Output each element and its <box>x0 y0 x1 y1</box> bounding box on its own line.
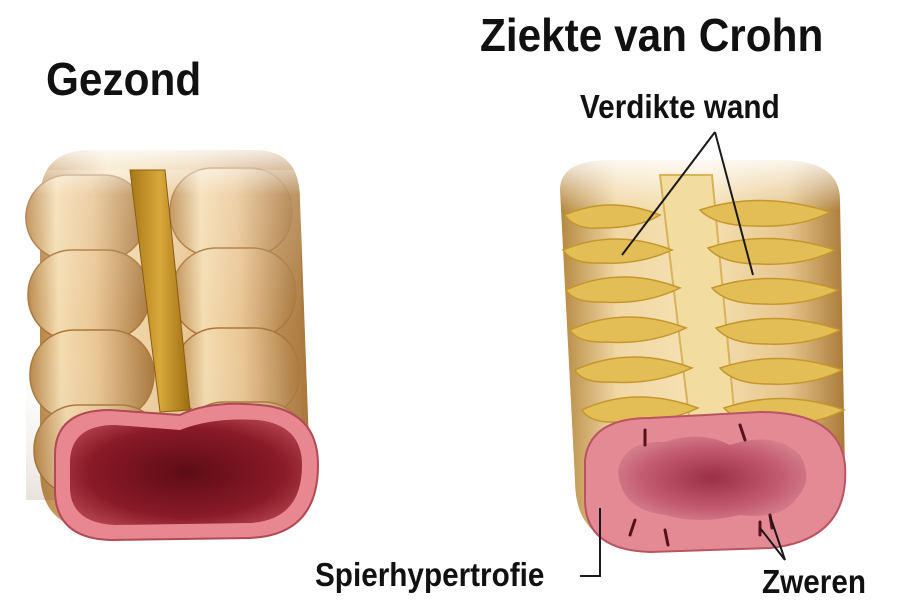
crohn-colon <box>550 150 850 552</box>
ulcers-label: Zweren <box>762 563 866 601</box>
thickened-wall-label: Verdikte wand <box>580 88 780 126</box>
healthy-title: Gezond <box>46 52 201 106</box>
crohn-title: Ziekte van Crohn <box>480 8 823 62</box>
healthy-colon-lumen <box>70 419 302 525</box>
muscle-hypertrophy-label: Spierhypertrofie <box>315 556 544 594</box>
crohn-colon-lumen <box>618 437 806 520</box>
healthy-colon <box>20 140 318 540</box>
